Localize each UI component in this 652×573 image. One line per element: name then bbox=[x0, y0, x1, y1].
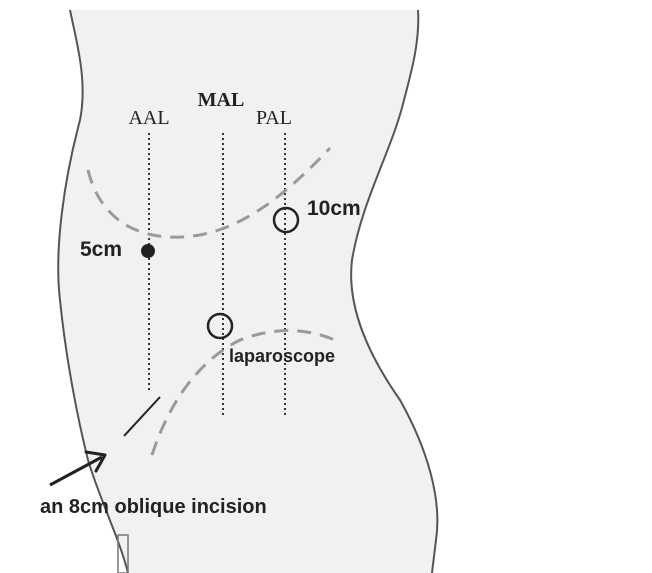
aal-label: AAL bbox=[128, 107, 169, 129]
pal-label: PAL bbox=[256, 107, 292, 129]
body-silhouette bbox=[58, 10, 437, 573]
laparoscope-label: laparoscope bbox=[229, 346, 335, 366]
incision-label: an 8cm oblique incision bbox=[40, 496, 267, 518]
port-10cm-label: 10cm bbox=[307, 197, 361, 220]
port-5cm-label: 5cm bbox=[80, 238, 122, 261]
mal-label: MAL bbox=[198, 89, 245, 111]
port-5cm-marker bbox=[141, 244, 155, 258]
